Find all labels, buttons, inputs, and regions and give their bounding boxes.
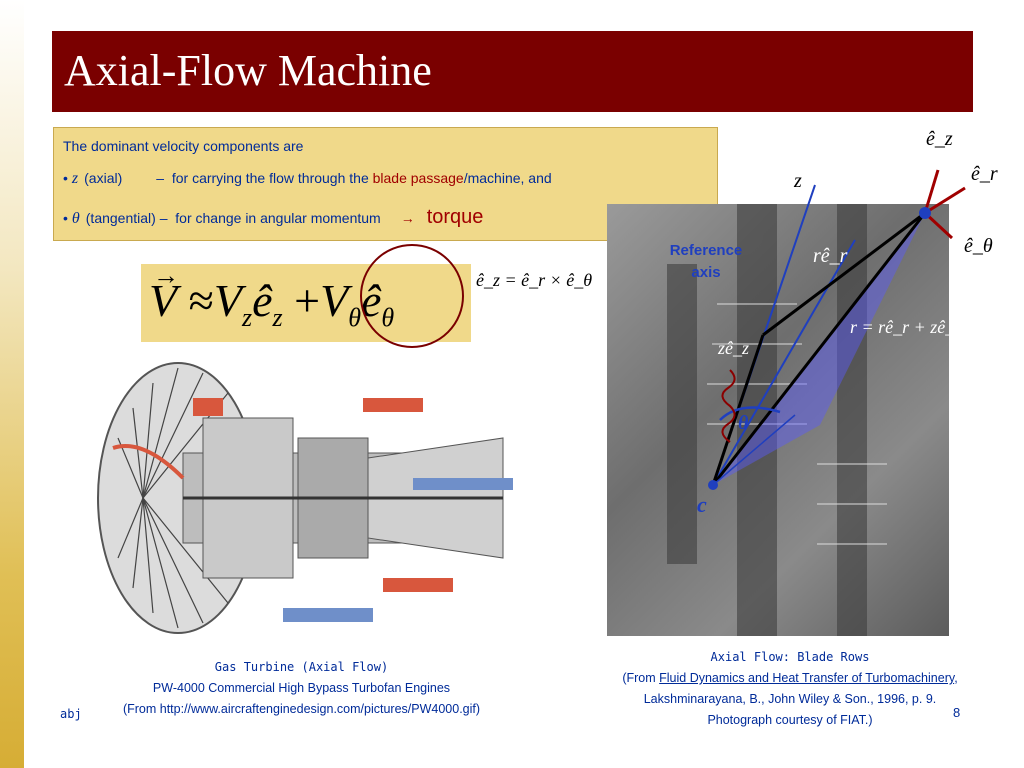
z-ez-label: zê_z bbox=[718, 338, 749, 358]
center-point bbox=[708, 480, 718, 490]
torque-highlight: torque bbox=[426, 206, 484, 228]
theta-subscript: θ bbox=[348, 303, 361, 333]
velocity-components-box: The dominant velocity components are •z(… bbox=[53, 127, 718, 241]
ez-hat: ê bbox=[252, 275, 273, 326]
Vz: V bbox=[213, 275, 242, 326]
unit-vector-relation: ê_z = ê_r × ê_θ bbox=[476, 270, 593, 290]
axial-text-b: /machine, and bbox=[463, 170, 552, 186]
vector-V: V→ bbox=[149, 261, 179, 326]
rotor-caption: Axial Flow: Blade Rows (From Fluid Dynam… bbox=[622, 650, 958, 727]
blade-passage-highlight: blade passage bbox=[372, 170, 464, 186]
theta-arc bbox=[719, 406, 781, 421]
position-vector-label: r = rê_r + zê_z bbox=[850, 317, 962, 337]
left-decorative-bar bbox=[0, 0, 24, 768]
position-vector-line bbox=[711, 212, 927, 486]
title-bar: Axial-Flow Machine bbox=[52, 31, 973, 112]
axial-label: (axial) bbox=[84, 170, 123, 186]
info-line-tangential: •θ (tangential) – for change in angular m… bbox=[63, 206, 483, 229]
engine-caption: Gas Turbine (Axial Flow) PW-4000 Commerc… bbox=[122, 660, 481, 716]
slide-title: Axial-Flow Machine bbox=[64, 46, 432, 95]
er-label: ê_r bbox=[971, 163, 998, 185]
author-initials: abj bbox=[60, 707, 82, 721]
r-component-vector bbox=[762, 211, 926, 337]
Vtheta: V bbox=[320, 275, 349, 326]
theta-label: θ bbox=[738, 412, 749, 434]
theta-symbol: θ bbox=[71, 210, 80, 227]
right-arrow-icon: → bbox=[400, 210, 415, 226]
approx-sign: ≈ bbox=[188, 275, 214, 326]
z-subscript: z bbox=[241, 303, 253, 333]
ez-label: ê_z bbox=[926, 128, 953, 150]
center-label: c bbox=[697, 492, 707, 517]
position-point bbox=[919, 207, 931, 219]
page-number: 8 bbox=[953, 705, 961, 720]
reference-axis-label: Reference axis bbox=[669, 242, 743, 281]
info-line-axial: •z (axial) – for carrying the flow through… bbox=[63, 170, 552, 188]
tangential-term-circle bbox=[360, 244, 464, 348]
vector-diagram-overlay bbox=[708, 169, 966, 490]
etheta-arrow bbox=[923, 211, 954, 240]
z-symbol: z bbox=[71, 170, 79, 187]
book-title-link[interactable]: Fluid Dynamics and Heat Transfer of Turb… bbox=[659, 671, 955, 685]
reference-axis-line bbox=[712, 239, 856, 486]
etheta-label: ê_θ bbox=[964, 235, 993, 257]
er-arrow bbox=[924, 186, 966, 215]
dash: – bbox=[156, 170, 165, 186]
ez-arrow bbox=[923, 169, 940, 214]
ez-subscript: z bbox=[272, 303, 283, 333]
turbine-rotor-photo bbox=[607, 204, 949, 636]
tangential-label: (tangential) – bbox=[85, 210, 168, 226]
r-er-label: rê_r bbox=[813, 245, 848, 267]
z-axis-label: z bbox=[794, 170, 802, 192]
tangential-text: for change in angular momentum bbox=[175, 210, 381, 226]
info-intro: The dominant velocity components are bbox=[63, 138, 304, 154]
theta-reference-line bbox=[712, 414, 796, 486]
bullet: • bbox=[63, 170, 68, 186]
turbofan-engine-illustration bbox=[97, 362, 513, 634]
flow-wave-icon bbox=[721, 369, 736, 443]
plus-sign: + bbox=[294, 275, 321, 326]
axial-text-a: for carrying the flow through the bbox=[171, 170, 369, 186]
velocity-equation: V→ ≈Vzêz +Vθêθ bbox=[149, 261, 394, 333]
bullet: • bbox=[63, 210, 68, 226]
